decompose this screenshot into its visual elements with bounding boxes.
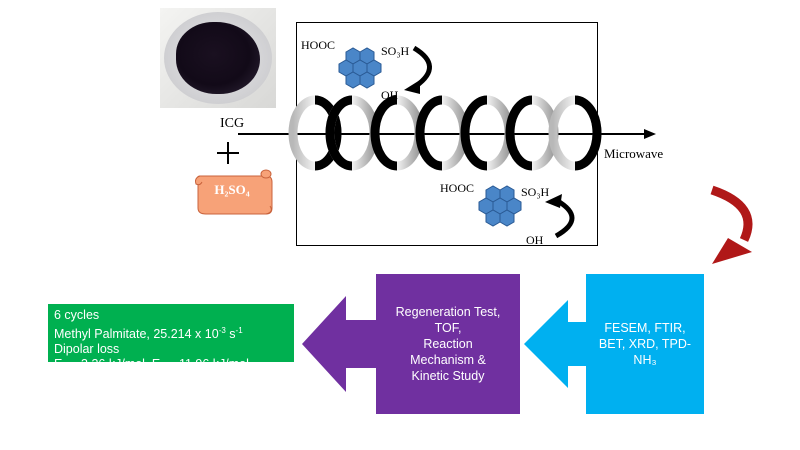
- top-molecule-hooc-label: HOOC: [301, 38, 336, 52]
- results-tof: Methyl Palmitate, 25.214 x 10-3 s-1: [54, 326, 243, 342]
- purple-left-arrow: [302, 296, 380, 392]
- bottom-molecule-graphene-icon: [478, 185, 522, 227]
- curved-red-arrow: [710, 185, 753, 264]
- bottom-molecule-oh-label: OH: [526, 233, 544, 247]
- study-box: Regeneration Test, TOF, Reaction Mechani…: [376, 274, 520, 414]
- powder-photo: [160, 8, 276, 108]
- plus-sign-icon: [217, 142, 239, 164]
- acid-scroll-icon: [195, 169, 273, 215]
- icg-label: ICG: [220, 116, 245, 131]
- powder-sample-image: [176, 22, 260, 94]
- microwave-coil-icon: [288, 95, 602, 171]
- results-activation-energy: E1 = 3.36 kJ/mol, E2 = 11.96 kJ/mol: [54, 357, 249, 374]
- characterization-line-3: NH₃: [633, 353, 657, 367]
- study-line-5: Kinetic Study: [411, 369, 485, 383]
- results-dipolar-loss: Dipolar loss: [54, 342, 120, 357]
- blue-left-arrow: [524, 300, 590, 388]
- study-line-4: Mechanism &: [410, 353, 486, 367]
- microwave-label: Microwave: [604, 146, 664, 161]
- study-line-1: Regeneration Test,: [395, 305, 501, 319]
- results-cycles: 6 cycles: [54, 308, 100, 322]
- bottom-molecule-so3h-label: SO₃H: [521, 185, 550, 199]
- results-box: 6 cycles Methyl Palmitate, 25.214 x 10-3…: [48, 304, 294, 374]
- characterization-line-1: FESEM, FTIR,: [604, 321, 686, 335]
- study-line-2: TOF,: [434, 321, 462, 335]
- characterization-line-2: BET, XRD, TPD-: [598, 337, 692, 351]
- study-line-3: Reaction: [423, 337, 473, 351]
- top-molecule-oh-label: OH: [381, 88, 399, 102]
- top-molecule-so3h-label: SO₃H: [381, 44, 410, 58]
- characterization-box: FESEM, FTIR, BET, XRD, TPD- NH₃: [586, 274, 704, 414]
- bottom-molecule-curved-arrow: [545, 194, 575, 239]
- top-molecule-curved-arrow: [404, 45, 432, 94]
- bottom-molecule-hooc-label: HOOC: [440, 181, 475, 195]
- microwave-arrow: [238, 129, 656, 139]
- top-molecule-graphene-icon: [338, 47, 382, 89]
- acid-label: H₂SO₄: [214, 182, 250, 197]
